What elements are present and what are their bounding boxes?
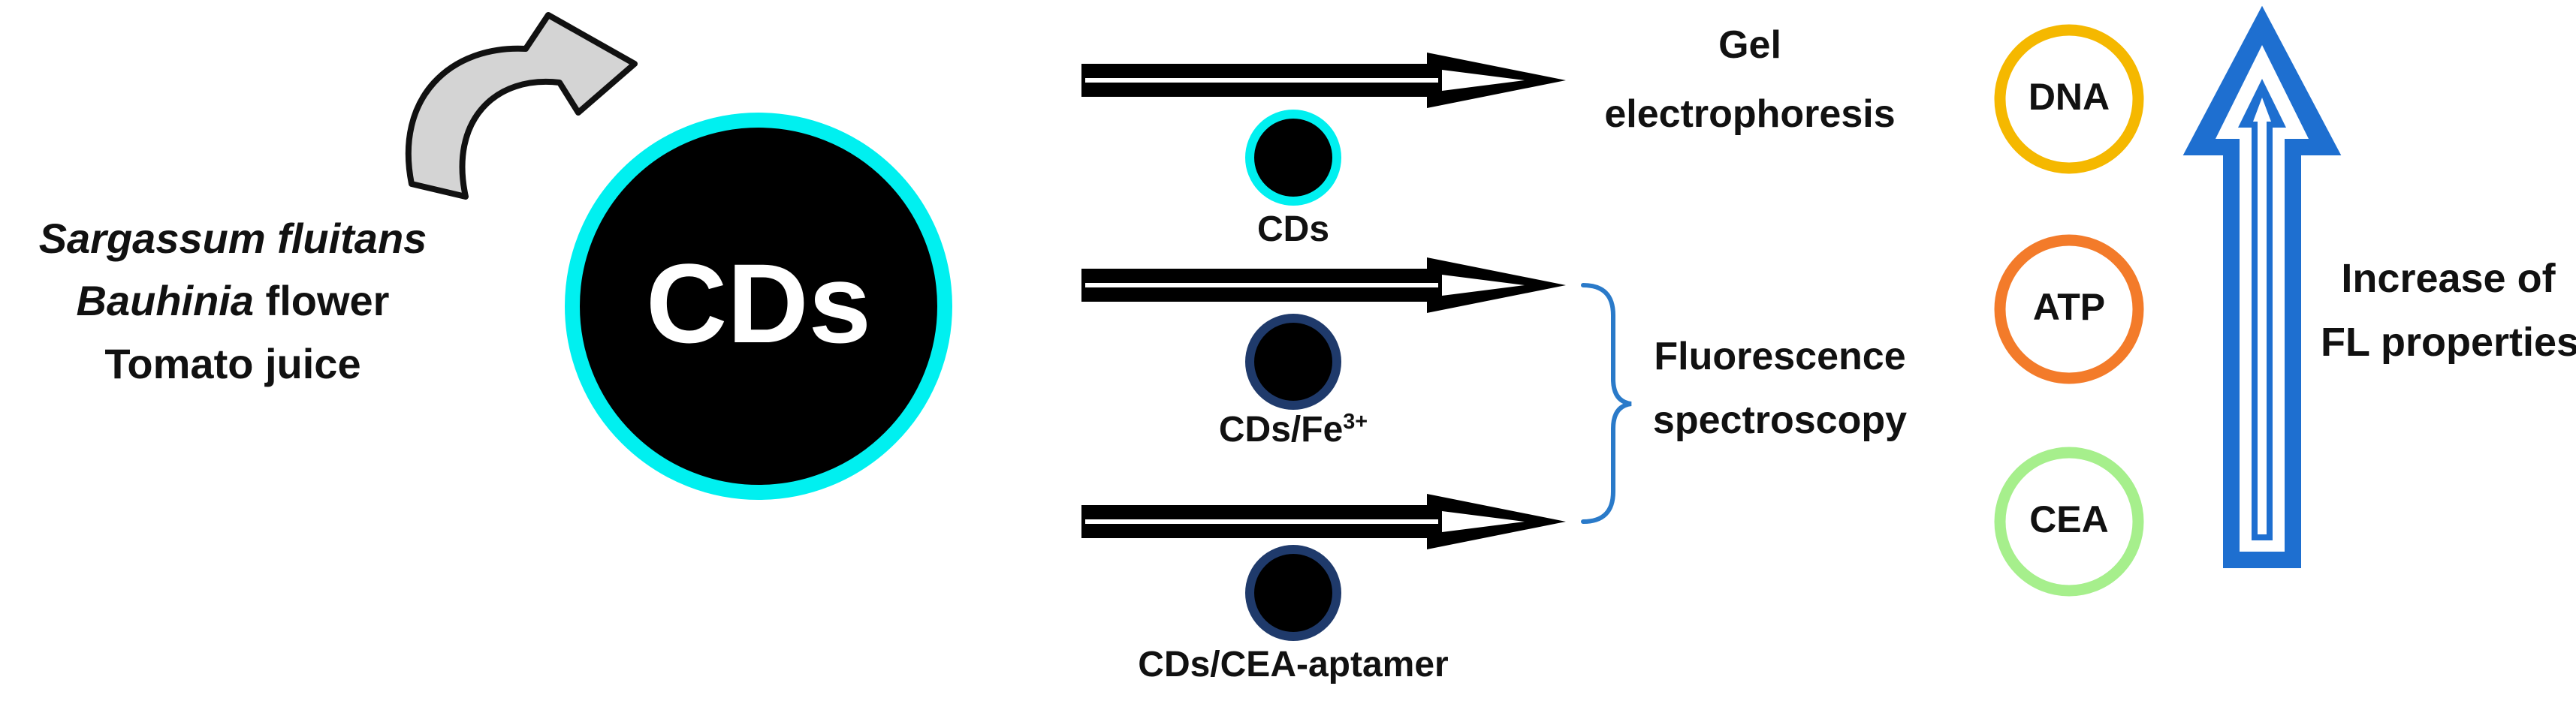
row-label-cds: CDs	[1256, 209, 1330, 249]
row-label-cds-aptamer: CDs/CEA-aptamer	[1138, 645, 1449, 684]
source-line-2: Bauhinia flower	[76, 277, 390, 324]
dna-label: DNA	[2028, 76, 2110, 118]
cea-ring	[1994, 447, 2144, 597]
trend-label-line1: Increase of	[2341, 256, 2556, 301]
fluorescence-label-line1: Fluorescence	[1654, 335, 1906, 378]
cd-large-label: CDs	[645, 240, 872, 366]
row-label-cds-fe: CDs/Fe3+	[1218, 410, 1368, 450]
trend-label-line2: FL properties	[2321, 320, 2576, 365]
cea-label: CEA	[2029, 498, 2109, 540]
cd-fe-particle	[1245, 314, 1341, 410]
atp-label: ATP	[2032, 286, 2106, 328]
increase-arrow	[2182, 5, 2342, 568]
curved-arrow	[405, 12, 638, 200]
source-line-3: Tomato juice	[104, 340, 361, 387]
cd-aptamer-particle	[1245, 545, 1341, 641]
gel-label-line2: electrophoresis	[1604, 92, 1896, 136]
arrow-row-3	[1081, 494, 1566, 549]
cd-particle-large	[565, 113, 952, 500]
cd-particle-small	[1245, 110, 1341, 206]
gel-label-line1: Gel	[1718, 23, 1781, 67]
arrow-row-1	[1081, 53, 1566, 108]
atp-ring	[1994, 234, 2144, 384]
fluorescence-label-line2: spectroscopy	[1652, 399, 1908, 442]
source-line-1: Sargassum fluitans	[38, 215, 427, 262]
brace	[1581, 283, 1632, 524]
arrow-row-2	[1081, 257, 1566, 313]
dna-ring	[1994, 24, 2144, 174]
